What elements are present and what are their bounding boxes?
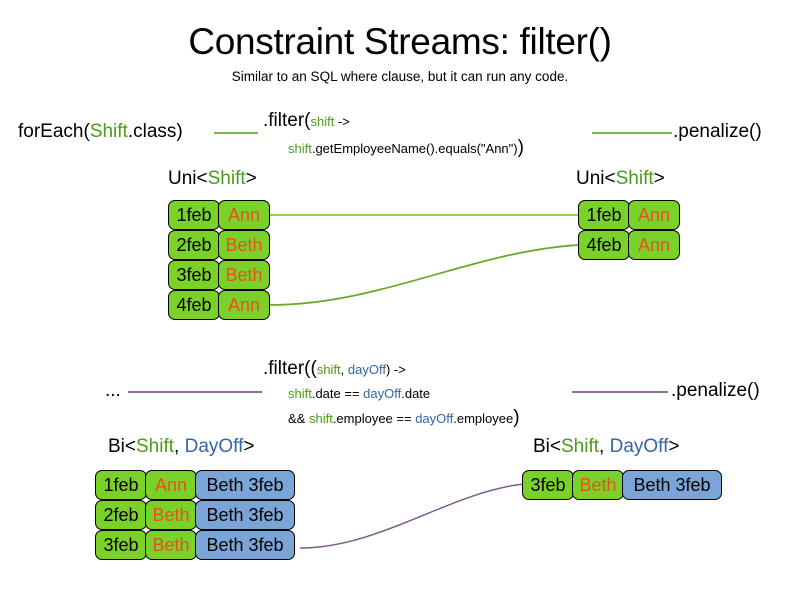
tuple-dayoff: Beth 3feb bbox=[195, 470, 295, 500]
table-row[interactable]: 2feb Beth Beth 3feb bbox=[95, 500, 295, 530]
wire-uni-4feb bbox=[269, 244, 579, 306]
table-row[interactable]: 4feb Ann bbox=[168, 290, 270, 320]
filter-bi-param2: dayOff bbox=[347, 362, 386, 377]
filter-uni-call: .filter( bbox=[263, 110, 311, 131]
filter-bi-line3: && shift.employee == dayOff.employee) bbox=[288, 407, 520, 429]
tuple-name: Beth bbox=[572, 470, 624, 500]
bi-in-label-type2: DayOff bbox=[184, 436, 244, 457]
tuple-name: Ann bbox=[145, 470, 197, 500]
tuple-date: 1feb bbox=[578, 200, 630, 230]
filter-bi-param1: shift bbox=[316, 362, 341, 377]
source-ellipsis: ... bbox=[105, 380, 121, 401]
uni-in-label-close: > bbox=[245, 168, 257, 189]
tuple-dayoff: Beth 3feb bbox=[622, 470, 722, 500]
tuple-date: 2feb bbox=[95, 500, 147, 530]
bi-in-label: Bi<Shift, DayOff> bbox=[108, 436, 254, 458]
foreach-suffix: .class) bbox=[127, 121, 183, 142]
table-row[interactable]: 4feb Ann bbox=[578, 230, 680, 260]
uni-in-label-open: Uni< bbox=[168, 168, 208, 189]
filter-uni-param: shift bbox=[310, 114, 335, 129]
tuple-date: 3feb bbox=[522, 470, 574, 500]
filter-bi-l3-v1: shift bbox=[308, 411, 333, 426]
tuple-date: 4feb bbox=[168, 290, 220, 320]
bi-in-label-open: Bi< bbox=[108, 436, 136, 457]
tuple-name: Beth bbox=[145, 500, 197, 530]
filter-bi-line2: shift.date == dayOff.date bbox=[288, 385, 430, 403]
table-row[interactable]: 3feb Beth Beth 3feb bbox=[522, 470, 722, 500]
bi-out-label-open: Bi< bbox=[533, 436, 561, 457]
penalize-bi: .penalize() bbox=[671, 380, 760, 401]
filter-bi-l2-mid: .date == bbox=[311, 386, 364, 401]
foreach-prefix: forEach( bbox=[18, 121, 90, 142]
bi-out-label-comma: , bbox=[599, 436, 610, 457]
table-row[interactable]: 1feb Ann bbox=[578, 200, 680, 230]
filter-uni-line1: .filter(shift -> bbox=[263, 110, 350, 132]
bi-in-label-type1: Shift bbox=[136, 436, 175, 457]
table-row[interactable]: 1feb Ann bbox=[168, 200, 270, 230]
uni-out-label-open: Uni< bbox=[576, 168, 616, 189]
tuple-date: 3feb bbox=[168, 260, 220, 290]
table-row[interactable]: 3feb Beth bbox=[168, 260, 270, 290]
filter-bi-call: .filter(( bbox=[263, 358, 317, 379]
tuple-name: Beth bbox=[145, 530, 197, 560]
filter-uni-close-paren: ) bbox=[517, 137, 524, 158]
tuple-name: Ann bbox=[628, 200, 680, 230]
filter-uni-line2: shift.getEmployeeName().equals("Ann")) bbox=[288, 137, 524, 159]
uni-out-label-close: > bbox=[653, 168, 665, 189]
filter-bi-l3-pre: && bbox=[288, 411, 309, 426]
bi-in-label-comma: , bbox=[174, 436, 185, 457]
bi-out-label-type1: Shift bbox=[561, 436, 600, 457]
foreach-expression: forEach(Shift.class) bbox=[18, 121, 183, 143]
page-title: Constraint Streams: filter() bbox=[188, 21, 612, 62]
uni-out-label: Uni<Shift> bbox=[576, 168, 665, 190]
tuple-date: 4feb bbox=[578, 230, 630, 260]
filter-bi-arrow: ) -> bbox=[385, 362, 406, 377]
foreach-type: Shift bbox=[89, 121, 128, 142]
filter-bi-close-paren: ) bbox=[513, 407, 520, 428]
tuple-date: 1feb bbox=[95, 470, 147, 500]
tuple-date: 2feb bbox=[168, 230, 220, 260]
page-subtitle: Similar to an SQL where clause, but it c… bbox=[231, 69, 569, 84]
uni-out-label-type: Shift bbox=[615, 168, 654, 189]
bi-out-label-close: > bbox=[668, 436, 680, 457]
tuple-name: Ann bbox=[218, 200, 270, 230]
filter-bi-l2-v1: shift bbox=[288, 386, 312, 401]
table-row[interactable]: 2feb Beth bbox=[168, 230, 270, 260]
tuple-date: 1feb bbox=[168, 200, 220, 230]
filter-uni-body-var: shift bbox=[288, 141, 312, 156]
filter-bi-l3-mid: .employee == bbox=[332, 411, 416, 426]
tuple-name: Beth bbox=[218, 230, 270, 260]
filter-bi-sep: , bbox=[340, 362, 348, 377]
filter-bi-l2-v2: dayOff bbox=[363, 386, 402, 401]
filter-bi-l2-end: .date bbox=[401, 386, 431, 401]
bi-out-label: Bi<Shift, DayOff> bbox=[533, 436, 679, 458]
tuple-name: Ann bbox=[628, 230, 680, 260]
uni-in-label-type: Shift bbox=[207, 168, 246, 189]
table-row[interactable]: 1feb Ann Beth 3feb bbox=[95, 470, 295, 500]
wire-bi-3feb bbox=[299, 483, 525, 549]
filter-uni-arrow: -> bbox=[334, 114, 350, 129]
table-row[interactable]: 3feb Beth Beth 3feb bbox=[95, 530, 295, 560]
filter-bi-line1: .filter((shift, dayOff) -> bbox=[263, 358, 406, 380]
tuple-date: 3feb bbox=[95, 530, 147, 560]
tuple-name: Ann bbox=[218, 290, 270, 320]
bi-out-label-type2: DayOff bbox=[609, 436, 669, 457]
tuple-dayoff: Beth 3feb bbox=[195, 530, 295, 560]
tuple-name: Beth bbox=[218, 260, 270, 290]
bi-in-label-close: > bbox=[243, 436, 255, 457]
filter-uni-body-rest: .getEmployeeName().equals("Ann") bbox=[311, 141, 518, 156]
penalize-uni: .penalize() bbox=[673, 121, 762, 142]
filter-bi-l3-v2: dayOff bbox=[415, 411, 454, 426]
uni-in-label: Uni<Shift> bbox=[168, 168, 257, 190]
filter-bi-l3-end: .employee bbox=[453, 411, 514, 426]
tuple-dayoff: Beth 3feb bbox=[195, 500, 295, 530]
